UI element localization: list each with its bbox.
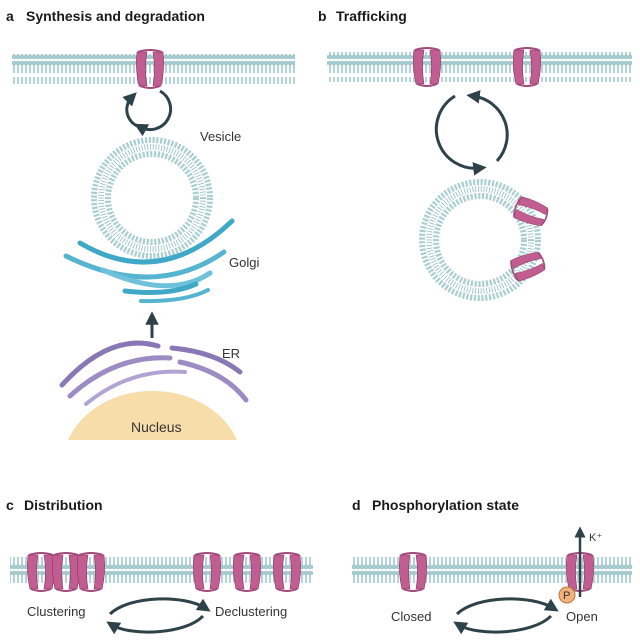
golgi-label: Golgi — [229, 255, 259, 270]
panel-a-membrane — [12, 54, 295, 84]
nucleus — [68, 390, 237, 440]
panel-d-arrow-back — [453, 614, 553, 635]
panel-c-letter: c — [6, 497, 14, 513]
panel-b-vesicle — [419, 179, 541, 301]
closed-label: Closed — [391, 609, 431, 624]
panel-d-title: Phosphorylation state — [372, 497, 519, 513]
panel-a-cycle-arrow-down — [134, 89, 173, 137]
declustering-label: Declustering — [215, 604, 287, 619]
nucleus-label: Nucleus — [131, 419, 182, 435]
panel-b: b Trafficking — [318, 8, 632, 301]
panel-c-arrow-back — [106, 614, 205, 635]
panel-a-vesicle — [91, 137, 213, 259]
open-label: Open — [566, 609, 598, 624]
panel-a-cycle-arrow-up — [122, 92, 141, 129]
panel-b-title: Trafficking — [336, 8, 407, 24]
panel-c-arrow-forward — [108, 597, 211, 616]
panel-a: a Synthesis and degradation Vesicle Golg… — [6, 8, 295, 440]
k-ion-label: K⁺ — [589, 532, 602, 544]
phosphate-label: P — [563, 590, 570, 602]
panel-d: d Phosphorylation state K⁺ P Closed Open — [352, 497, 632, 635]
panel-a-title: Synthesis and degradation — [26, 8, 205, 24]
panel-a-letter: a — [6, 8, 14, 24]
er-membranes — [59, 340, 249, 406]
panel-d-arrow-forward — [455, 597, 559, 616]
er-label: ER — [222, 346, 240, 361]
panel-b-cycle-arrow-down — [434, 94, 487, 176]
golgi-stack — [63, 218, 235, 304]
panel-c-title: Distribution — [24, 497, 103, 513]
panel-b-letter: b — [318, 8, 327, 24]
clustering-label: Clustering — [27, 604, 86, 619]
panel-d-letter: d — [352, 497, 361, 513]
vesicle-label: Vesicle — [200, 129, 241, 144]
panel-b-membrane — [327, 52, 632, 82]
panel-c: c Distribution Clustering Declustering — [6, 497, 313, 635]
phosphate-group — [558, 586, 576, 604]
panel-b-cycle-arrow-up — [466, 90, 509, 163]
